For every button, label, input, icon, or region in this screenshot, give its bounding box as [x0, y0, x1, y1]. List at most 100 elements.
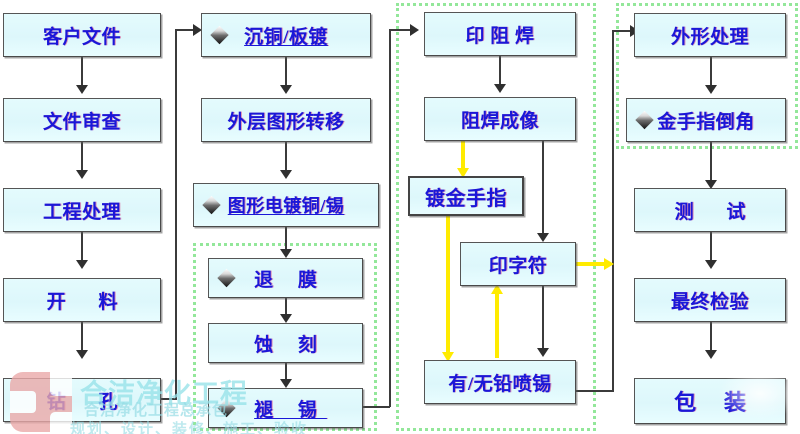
- arrowhead-c2-4: [280, 314, 292, 323]
- connector-c2-2: [285, 142, 287, 174]
- connector-c2-to-c3-h1: [363, 406, 390, 408]
- arrowhead-hasl-from-goldfinger: [442, 352, 454, 362]
- step-label: 印 阻 焊: [465, 25, 535, 47]
- connector-c2-4: [285, 298, 287, 318]
- step-label: 开 料: [46, 291, 132, 313]
- step-label: 测 试: [674, 201, 760, 223]
- connector-c3-imaging-to-goldfinger: [461, 141, 465, 172]
- group-soldermask: [396, 3, 596, 431]
- step-label: 外形处理: [670, 26, 749, 48]
- step-label: 包 装: [674, 391, 756, 416]
- arrowhead-c3-char: [537, 233, 549, 242]
- step-box-packaging[interactable]: 包 装: [634, 378, 786, 424]
- step-box-stripping[interactable]: 退 膜: [208, 258, 363, 298]
- step-box-drilling[interactable]: 钻 孔: [3, 378, 161, 422]
- step-box-hasl[interactable]: 有/无铅喷锡: [424, 360, 576, 404]
- connector-c1-3: [81, 232, 83, 264]
- connector-goldfinger-to-hasl: [446, 216, 450, 356]
- arrowhead-c1-4: [76, 350, 88, 359]
- step-box-file-review[interactable]: 文件审查: [3, 98, 161, 142]
- step-label: 外层图形转移: [227, 111, 345, 133]
- connector-c4-3: [710, 232, 712, 264]
- step-box-final-inspection[interactable]: 最终检验: [634, 278, 786, 322]
- step-label: 阻焊成像: [460, 110, 539, 132]
- connector-c1-4: [81, 322, 83, 354]
- connector-c1-to-c2-h2: [175, 29, 197, 31]
- connector-legend-to-hasl: [542, 286, 544, 352]
- diamond-bullet-icon: [202, 195, 221, 215]
- connector-c1-1: [81, 57, 83, 89]
- step-label: 印字符: [488, 255, 548, 277]
- connector-c4-1: [710, 57, 712, 89]
- diamond-bullet-icon: [217, 268, 236, 288]
- step-label: 沉铜/板镀: [244, 26, 328, 48]
- arrowhead-legend-to-col4: [604, 258, 614, 270]
- connector-c3-to-c4-h1: [576, 390, 614, 392]
- step-box-solder-mask-imaging[interactable]: 阻焊成像: [424, 97, 576, 141]
- step-box-etching[interactable]: 蚀 刻: [208, 323, 363, 363]
- diamond-bullet-icon: [217, 398, 236, 418]
- arrowhead-c4-1: [705, 85, 717, 94]
- step-box-profiling[interactable]: 外形处理: [634, 13, 786, 57]
- step-label: 钻 孔: [46, 391, 132, 413]
- step-box-legend-printing[interactable]: 印字符: [460, 242, 576, 286]
- step-label: 金手指倒角: [657, 111, 755, 133]
- arrowhead-c1-1: [76, 85, 88, 94]
- arrowhead-c4-2: [705, 180, 717, 189]
- connector-c3-to-c4-h2: [612, 30, 634, 32]
- step-label: 退 膜: [254, 269, 327, 291]
- arrowhead-c4-4: [705, 350, 717, 359]
- connector-c3-1: [499, 56, 501, 88]
- arrowhead-c1-to-c2: [193, 24, 202, 36]
- arrowhead-c2-5: [280, 379, 292, 388]
- connector-c1-to-c2-h1: [161, 398, 177, 400]
- step-label: 文件审查: [42, 111, 121, 133]
- arrowhead-c4-3: [705, 260, 717, 269]
- connector-c2-to-c3-v: [389, 29, 391, 407]
- arrowhead-c2-to-c3: [410, 24, 419, 36]
- arrowhead-c3-1: [494, 84, 506, 93]
- step-label: 客户文件: [42, 26, 121, 48]
- connector-c2-1: [285, 57, 287, 89]
- group-profile: [616, 3, 798, 149]
- connector-c4-4: [710, 322, 712, 354]
- step-label: 蚀 刻: [254, 334, 327, 356]
- step-box-pattern-plating-cu-sn[interactable]: 图形电镀铜/锡: [193, 183, 379, 227]
- step-box-testing[interactable]: 测 试: [634, 188, 786, 232]
- arrowhead-c1-2: [76, 170, 88, 179]
- connector-c1-2: [81, 142, 83, 174]
- arrowhead-c2-3: [280, 249, 292, 258]
- step-label: 工程处理: [42, 201, 121, 223]
- step-box-outer-layer-image-transfer[interactable]: 外层图形转移: [201, 98, 371, 142]
- arrowhead-legend-from-hasl: [491, 284, 503, 294]
- step-box-copper-deposition[interactable]: 沉铜/板镀: [201, 13, 371, 57]
- step-label: 有/无铅喷锡: [448, 373, 552, 395]
- connector-c3-imaging-to-char: [542, 141, 544, 237]
- connector-c3-to-c4-v: [612, 30, 614, 390]
- step-box-solder-mask-printing[interactable]: 印 阻 焊: [424, 12, 576, 56]
- step-label: 最终检验: [670, 291, 749, 313]
- arrowhead-c1-3: [76, 260, 88, 269]
- diamond-bullet-icon: [635, 110, 654, 130]
- step-box-customer-file[interactable]: 客户文件: [3, 13, 161, 57]
- step-label: 镀金手指: [425, 187, 507, 210]
- step-label: 图形电镀铜/锡: [227, 196, 345, 216]
- step-box-gold-finger-plating[interactable]: 镀金手指: [408, 176, 524, 216]
- step-box-engineering[interactable]: 工程处理: [3, 188, 161, 232]
- connector-legend-to-col4: [576, 262, 608, 266]
- step-box-tin-stripping[interactable]: 褪 锡: [208, 388, 363, 428]
- connector-hasl-to-legend: [495, 292, 499, 358]
- connector-c1-to-c2-v: [175, 29, 177, 399]
- connector-c2-to-c3-h2: [389, 29, 414, 31]
- connector-c2-3: [285, 227, 287, 253]
- connector-c4-2: [710, 142, 712, 184]
- arrowhead-hasl-from-legend: [537, 348, 549, 357]
- step-label: 褪 锡: [254, 399, 327, 421]
- arrowhead-c2-2: [280, 170, 292, 179]
- step-box-gold-finger-beveling[interactable]: 金手指倒角: [626, 98, 786, 142]
- step-box-cutting[interactable]: 开 料: [3, 278, 161, 322]
- arrowhead-goldfinger: [457, 168, 469, 178]
- arrowhead-c2-1: [280, 85, 292, 94]
- diamond-bullet-icon: [210, 25, 229, 45]
